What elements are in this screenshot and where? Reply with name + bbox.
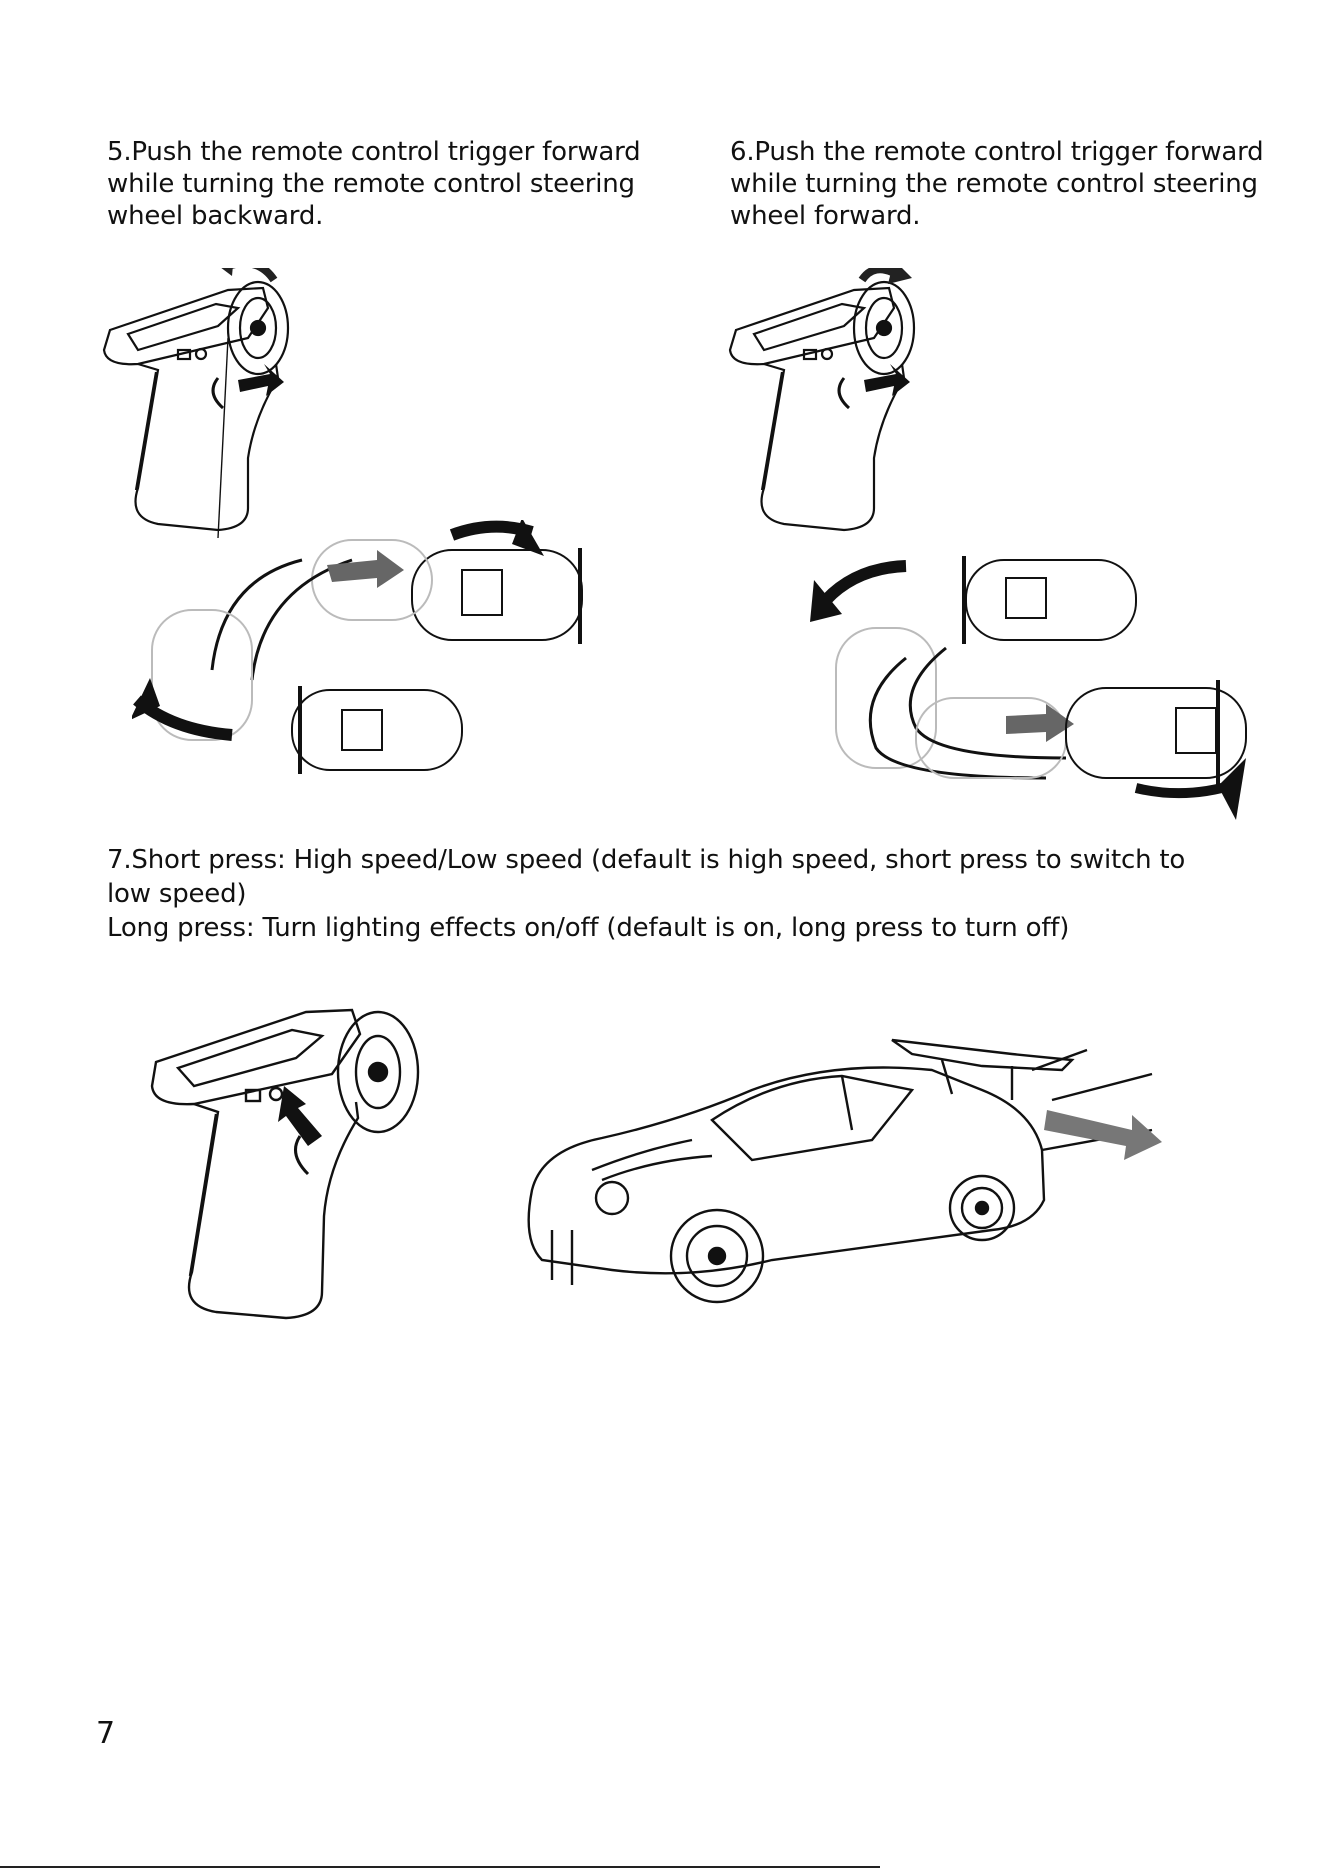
step-5-instruction: 5.Push the remote control trigger forwar… — [107, 136, 667, 232]
step-7-line-2: Long press: Turn lighting effects on/off… — [107, 913, 1070, 943]
step-7-line-1: 7.Short press: High speed/Low speed (def… — [107, 845, 1186, 909]
remote-controller-icon — [98, 268, 338, 558]
step-6-text: 6.Push the remote control trigger forwar… — [730, 137, 1264, 231]
remote-controller-icon — [724, 268, 964, 558]
rc-car-turn-forward-illustration — [806, 548, 1276, 828]
rc-car-icon — [512, 1030, 1172, 1330]
step-7-instruction: 7.Short press: High speed/Low speed (def… — [107, 843, 1227, 945]
footer-rule — [0, 1866, 880, 1868]
step-6-instruction: 6.Push the remote control trigger forwar… — [730, 136, 1300, 232]
step-5-text: 5.Push the remote control trigger forwar… — [107, 137, 641, 231]
page-number: 7 — [96, 1716, 116, 1751]
remote-controller-icon — [146, 986, 446, 1332]
rc-car-turn-backward-illustration — [132, 520, 612, 780]
